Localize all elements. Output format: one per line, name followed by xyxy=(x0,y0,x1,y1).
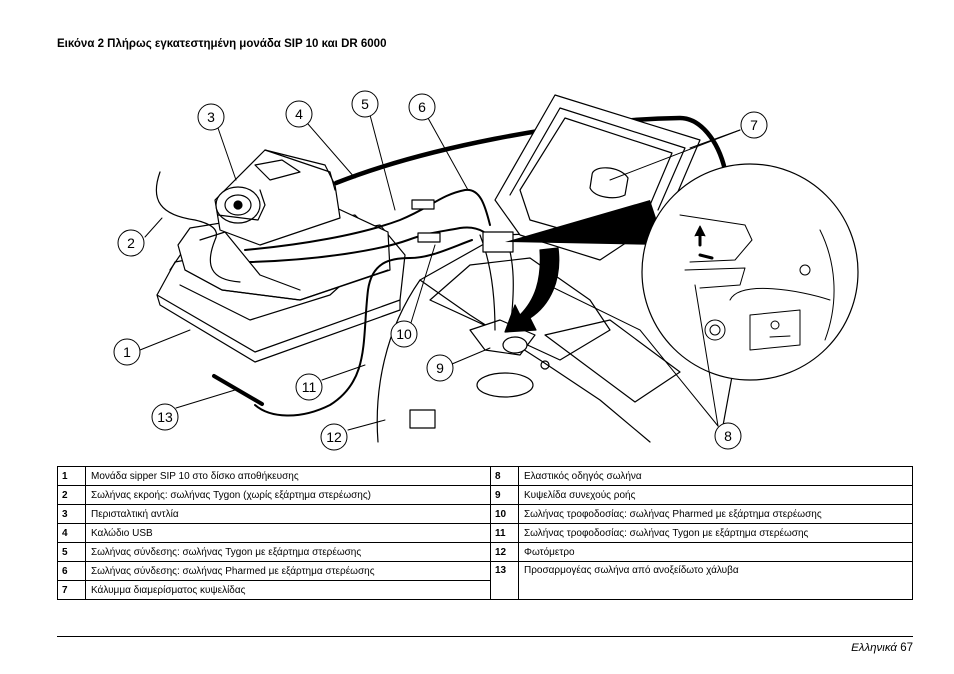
svg-text:13: 13 xyxy=(157,409,173,425)
page-footer: Ελληνικά 67 xyxy=(851,642,913,654)
svg-text:3: 3 xyxy=(207,109,215,125)
svg-text:1: 1 xyxy=(123,344,131,360)
legend-text: Σωλήνας εκροής: σωλήνας Tygon (χωρίς εξά… xyxy=(85,485,491,505)
svg-text:5: 5 xyxy=(361,96,369,112)
legend-text: Μονάδα sipper SIP 10 στο δίσκο αποθήκευσ… xyxy=(85,466,491,486)
callout-6: 6 xyxy=(408,93,436,121)
legend-text: Προσαρμογέας σωλήνα από ανοξείδωτο χάλυβ… xyxy=(518,561,913,600)
legend-text: Περισταλτική αντλία xyxy=(85,504,491,524)
legend-number: 4 xyxy=(57,523,86,543)
page-number: 67 xyxy=(900,642,913,654)
legend-text: Σωλήνας σύνδεσης: σωλήνας Tygon με εξάρτ… xyxy=(85,542,491,562)
legend-number: 13 xyxy=(490,561,519,600)
table-row: 6 Σωλήνας σύνδεσης: σωλήνας Pharmed με ε… xyxy=(57,561,913,600)
table-row: 7 Κάλυμμα διαμερίσματος κυψελίδας xyxy=(57,580,913,600)
svg-text:8: 8 xyxy=(724,428,732,444)
svg-text:6: 6 xyxy=(418,99,426,115)
footer-language: Ελληνικά xyxy=(851,642,897,654)
table-row: 3 Περισταλτική αντλία 10 Σωλήνας τροφοδο… xyxy=(57,504,913,524)
callout-12: 12 xyxy=(320,423,348,451)
svg-text:10: 10 xyxy=(396,326,412,342)
table-row: 1 Μονάδα sipper SIP 10 στο δίσκο αποθήκε… xyxy=(57,466,913,486)
table-row: 5 Σωλήνας σύνδεσης: σωλήνας Tygon με εξά… xyxy=(57,542,913,562)
legend-text: Ελαστικός οδηγός σωλήνα xyxy=(518,466,913,486)
callout-4: 4 xyxy=(285,100,313,128)
legend-number: 9 xyxy=(490,485,519,505)
legend-text: Σωλήνας σύνδεσης: σωλήνας Pharmed με εξά… xyxy=(85,561,491,581)
legend-number: 8 xyxy=(490,466,519,486)
legend-number: 11 xyxy=(490,523,519,543)
svg-text:11: 11 xyxy=(302,379,317,395)
svg-text:9: 9 xyxy=(436,360,444,376)
legend-text: Σωλήνας τροφοδοσίας: σωλήνας Tygon με εξ… xyxy=(518,523,913,543)
legend-number: 3 xyxy=(57,504,86,524)
figure-title: Εικόνα 2 Πλήρως εγκατεστημένη μονάδα SIP… xyxy=(57,38,387,50)
legend-number: 6 xyxy=(57,561,86,581)
figure-illustration: 1 2 3 4 5 6 7 8 9 10 11 12 13 xyxy=(113,90,859,451)
legend-number: 12 xyxy=(490,542,519,562)
callout-13: 13 xyxy=(151,403,179,431)
legend-number: 7 xyxy=(57,580,86,600)
table-row: 4 Καλώδιο USB 11 Σωλήνας τροφοδοσίας: σω… xyxy=(57,523,913,543)
legend-text: Κάλυμμα διαμερίσματος κυψελίδας xyxy=(85,580,491,600)
callout-8: 8 xyxy=(714,422,742,450)
legend-text: Σωλήνας τροφοδοσίας: σωλήνας Pharmed με … xyxy=(518,504,913,524)
svg-text:4: 4 xyxy=(295,106,303,122)
table-row: 2 Σωλήνας εκροής: σωλήνας Tygon (χωρίς ε… xyxy=(57,485,913,505)
legend-text: Κυψελίδα συνεχούς ροής xyxy=(518,485,913,505)
footer-divider xyxy=(57,636,913,637)
callout-5: 5 xyxy=(351,90,379,118)
legend-number: 10 xyxy=(490,504,519,524)
callout-9: 9 xyxy=(426,354,454,382)
legend-number: 1 xyxy=(57,466,86,486)
sipper-module-drawing xyxy=(177,149,391,301)
legend-number: 5 xyxy=(57,542,86,562)
legend-table: 1 Μονάδα sipper SIP 10 στο δίσκο αποθήκε… xyxy=(57,466,913,600)
callout-11: 11 xyxy=(295,373,323,401)
callout-10: 10 xyxy=(390,320,418,348)
callout-3: 3 xyxy=(197,103,225,131)
svg-text:7: 7 xyxy=(750,117,758,133)
legend-text: Φωτόμετρο xyxy=(518,542,913,562)
legend-number: 2 xyxy=(57,485,86,505)
legend-text: Καλώδιο USB xyxy=(85,523,491,543)
callout-7: 7 xyxy=(740,111,768,139)
callout-2: 2 xyxy=(117,229,145,257)
svg-text:12: 12 xyxy=(326,429,342,445)
svg-text:2: 2 xyxy=(127,235,135,251)
callout-1: 1 xyxy=(113,338,141,366)
